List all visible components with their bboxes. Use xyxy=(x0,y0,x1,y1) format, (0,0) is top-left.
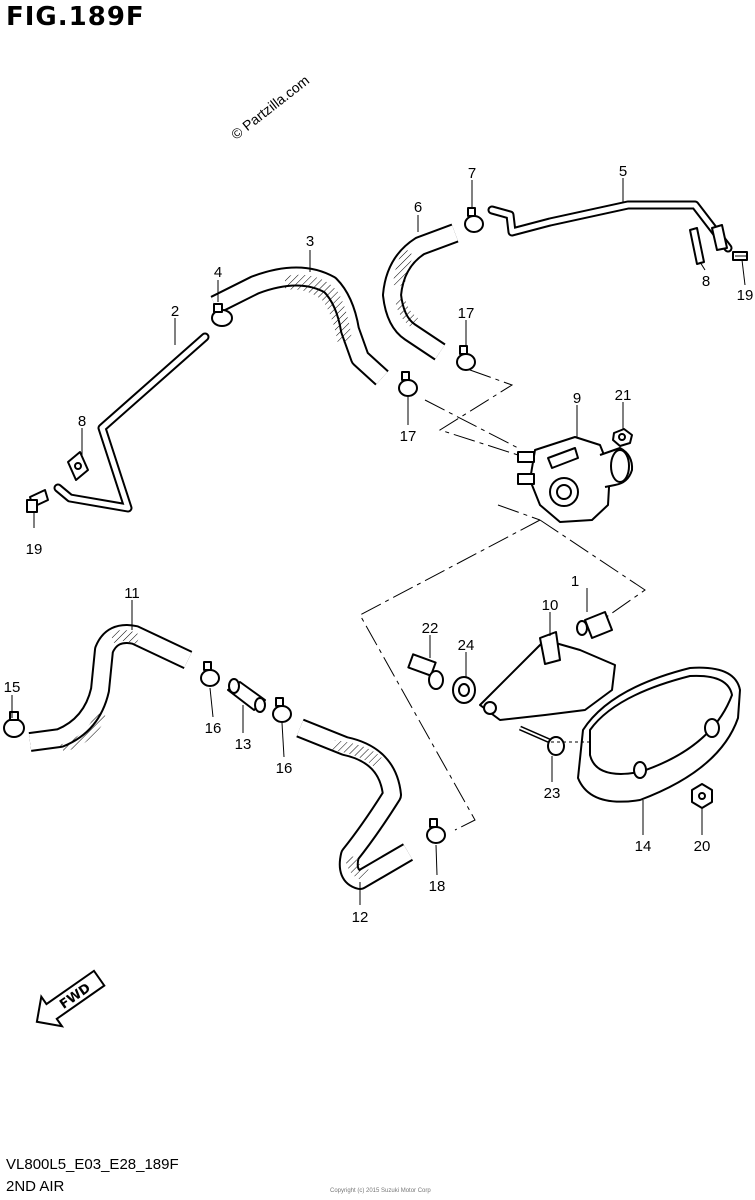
part-1-grommet xyxy=(576,611,613,639)
part-13-joint xyxy=(227,678,266,713)
part-11-hose xyxy=(28,624,193,752)
part-6-hose xyxy=(382,223,459,361)
callout-19-right: 19 xyxy=(737,287,754,304)
part-8-bracket-left xyxy=(67,451,89,481)
part-19-bolt-left xyxy=(26,489,49,513)
part-16-clamp-right xyxy=(272,697,292,723)
callout-5: 5 xyxy=(619,163,627,180)
part-14-cover xyxy=(577,666,741,803)
part-19-bolt-right xyxy=(732,251,748,261)
part-21-nut xyxy=(612,428,633,447)
callout-19-left: 19 xyxy=(26,541,43,558)
part-20-nut xyxy=(691,783,713,809)
part-12-hose xyxy=(296,718,414,890)
callout-22: 22 xyxy=(422,620,439,637)
callout-2: 1 xyxy=(571,573,579,590)
callout-labels: 1 2 3 4 5 6 7 8 8 9 10 11 12 13 14 15 16… xyxy=(4,163,754,926)
callout-20: 20 xyxy=(694,838,711,855)
part-18-clamp xyxy=(426,818,446,844)
part-22-collar xyxy=(407,653,444,690)
callout-11: 11 xyxy=(124,585,140,602)
callout-2: 2 xyxy=(171,303,179,320)
part-15-clamp xyxy=(3,711,25,738)
callout-16-right: 16 xyxy=(276,760,293,777)
assembly-lines xyxy=(359,369,646,831)
callout-10: 10 xyxy=(542,597,559,614)
callout-4: 4 xyxy=(214,264,222,281)
callout-6: 6 xyxy=(414,199,422,216)
callout-15: 15 xyxy=(4,679,21,696)
callout-8-right: 8 xyxy=(702,273,710,290)
part-10-bracket xyxy=(479,631,616,721)
part-4-clamp xyxy=(211,303,233,327)
part-24-grommet xyxy=(452,676,476,704)
callout-16-left: 16 xyxy=(205,720,222,737)
callout-7: 7 xyxy=(468,165,476,182)
callout-17-upper: 17 xyxy=(458,305,475,322)
fwd-arrow-icon: FWD xyxy=(35,969,106,1028)
copyright: Copyright (c) 2015 Suzuki Motor Corp xyxy=(330,1188,431,1194)
callout-8-left: 8 xyxy=(78,413,86,430)
figure-code: VL800L5_E03_E28_189F xyxy=(6,1156,179,1173)
part-3-hose xyxy=(210,266,389,386)
part-2-pipe xyxy=(53,332,210,513)
part-17-clamp-lower xyxy=(398,371,418,397)
callout-9: 9 xyxy=(573,390,581,407)
part-9-valve xyxy=(517,436,634,523)
part-5-pipe xyxy=(487,200,733,253)
part-16-clamp-left xyxy=(200,661,220,687)
callout-13: 13 xyxy=(235,736,252,753)
callout-21: 21 xyxy=(615,387,632,404)
part-17-clamp-upper xyxy=(456,345,476,371)
callout-24: 24 xyxy=(458,637,475,654)
part-8-bracket-right xyxy=(689,224,728,265)
callout-14: 14 xyxy=(635,838,652,855)
figure-name: 2ND AIR xyxy=(6,1178,65,1195)
callout-18: 18 xyxy=(429,878,446,895)
callout-23: 23 xyxy=(544,785,561,802)
callout-17-lower: 17 xyxy=(400,428,417,445)
part-7-clamp xyxy=(464,207,484,233)
figure-title: FIG.189F xyxy=(6,2,145,32)
callout-12: 12 xyxy=(352,909,369,926)
callout-3: 3 xyxy=(306,233,314,250)
leader-lines xyxy=(11,178,746,905)
